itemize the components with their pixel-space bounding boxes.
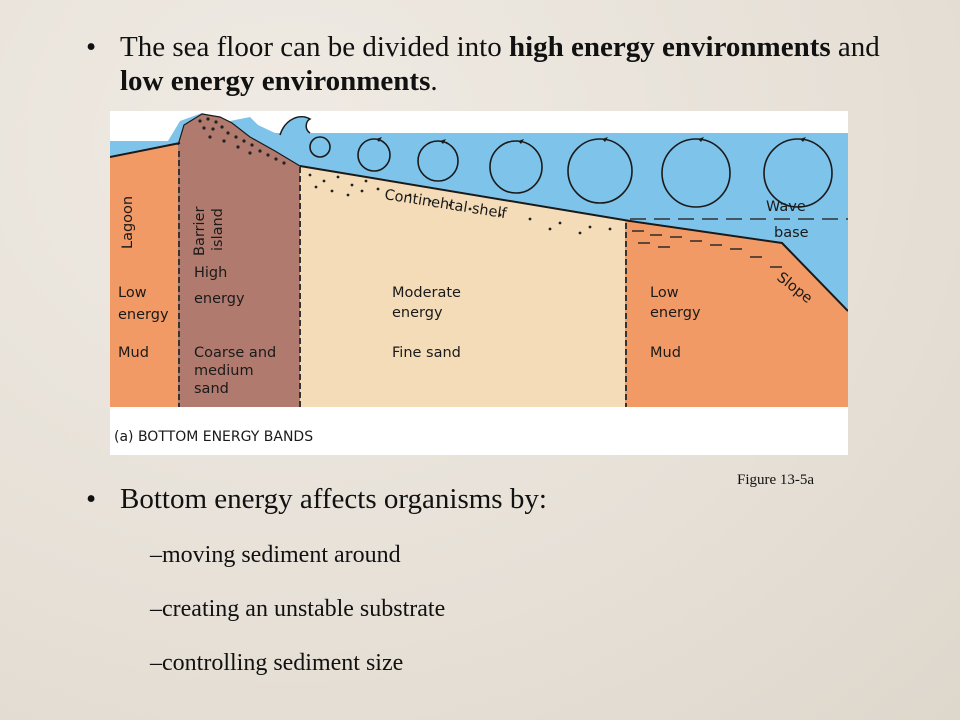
mud-dashes xyxy=(632,230,782,268)
label-wave: Wave xyxy=(766,199,806,215)
wave-orbit-6 xyxy=(661,138,731,208)
label-mud-right: Mud xyxy=(650,345,681,361)
label-sand: sand xyxy=(194,381,229,397)
bullet-high-low-energy: • The sea floor can be divided into high… xyxy=(86,30,880,98)
diagram-caption: (a) BOTTOM ENERGY BANDS xyxy=(114,429,313,445)
label-moderate-energy: energy xyxy=(392,305,443,321)
bullet2-text: Bottom energy affects organisms by: xyxy=(120,483,547,515)
label-high: High xyxy=(194,265,227,281)
bullet-dot: • xyxy=(86,31,97,63)
label-medium: medium xyxy=(194,363,254,379)
breaking-wave xyxy=(279,115,312,136)
shelf-sediment-dots xyxy=(308,173,612,235)
label-moderate: Moderate xyxy=(392,285,461,301)
label-low-left: Low xyxy=(118,285,147,301)
wave-orbits xyxy=(309,136,833,208)
orbit-arrows xyxy=(376,137,806,144)
bullet-dot: • xyxy=(86,483,97,515)
seafloor-line xyxy=(110,142,848,312)
label-low-right-energy: energy xyxy=(650,305,701,321)
wave-orbit-5 xyxy=(567,138,633,204)
sub-bullet-moving-sediment: –moving sediment around xyxy=(150,542,401,568)
label-low-left-energy: energy xyxy=(118,307,169,323)
barrier-island xyxy=(178,114,300,407)
bullet1-text-post: . xyxy=(430,65,438,97)
label-coarse: Coarse and xyxy=(194,345,276,361)
bottom-energy-diagram: Lagoon Barrier island High energy Coarse… xyxy=(110,111,848,455)
bullet-bottom-energy: • Bottom energy affects organisms by: xyxy=(86,482,820,516)
bullet1-text-pre: The sea floor can be divided into xyxy=(120,31,509,63)
bullet1-strong-low: low energy environments xyxy=(120,65,431,97)
wave-orbit-2 xyxy=(357,138,391,172)
barrier-sediment-dots xyxy=(198,117,286,165)
label-base: base xyxy=(774,225,809,241)
barrier-top-line xyxy=(177,113,301,167)
wave-orbit-4 xyxy=(489,140,543,194)
label-island: island xyxy=(210,208,226,251)
label-lagoon: Lagoon xyxy=(120,196,136,249)
label-mud-left: Mud xyxy=(118,345,149,361)
bullet1-strong-high: high energy environments xyxy=(508,31,831,63)
wave-orbit-1 xyxy=(309,136,331,158)
sub-bullet-sediment-size: –controlling sediment size xyxy=(150,650,404,676)
figure-caption: Figure 13-5a xyxy=(737,472,815,488)
shelf-sand xyxy=(300,166,630,407)
outer-mud xyxy=(625,221,848,407)
sub-bullet-unstable-substrate: –creating an unstable substrate xyxy=(150,596,446,622)
label-barrier: Barrier xyxy=(192,207,208,256)
label-high-energy: energy xyxy=(194,291,245,307)
wave-orbit-7 xyxy=(763,138,833,208)
bullet1-text-mid: and xyxy=(830,31,880,63)
label-fine-sand: Fine sand xyxy=(392,345,461,361)
label-low-right: Low xyxy=(650,285,679,301)
lagoon-mud xyxy=(110,143,180,407)
wave-orbit-3 xyxy=(417,140,459,182)
